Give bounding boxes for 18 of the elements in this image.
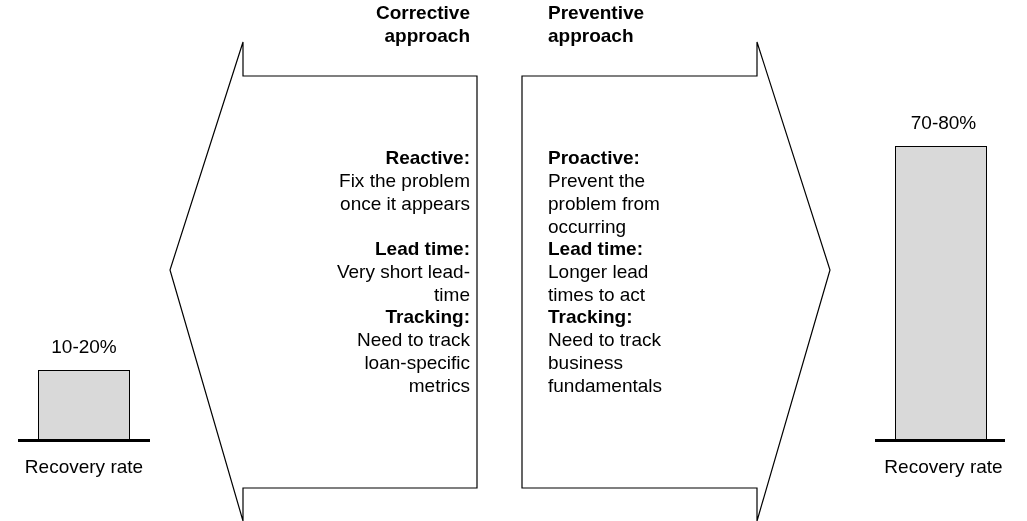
description-text: Longer lead times to act: [548, 260, 650, 306]
term-heading: Lead time:: [548, 237, 645, 260]
value-label: 10-20%: [50, 335, 118, 358]
description-text: Fix the problem once it appears: [338, 169, 470, 215]
term-heading: Proactive:: [548, 146, 641, 169]
description-text: Prevent the problem from occurring: [548, 169, 661, 238]
term-heading: Tracking:: [548, 305, 634, 328]
approach-heading: Preventive approach: [548, 1, 646, 47]
term-heading: Lead time:: [373, 237, 470, 260]
description-text: Need to track business fundamentals: [548, 328, 664, 397]
axis-label: Recovery rate: [883, 455, 1004, 478]
term-heading: Tracking:: [384, 305, 470, 328]
value-label: 70-80%: [909, 111, 978, 134]
description-text: Very short lead-time: [335, 260, 470, 306]
axis-label: Recovery rate: [23, 455, 145, 478]
approach-heading: Corrective approach: [375, 1, 470, 47]
description-text: Need to track loan-specific metrics: [356, 328, 470, 397]
term-heading: Reactive:: [384, 146, 470, 169]
